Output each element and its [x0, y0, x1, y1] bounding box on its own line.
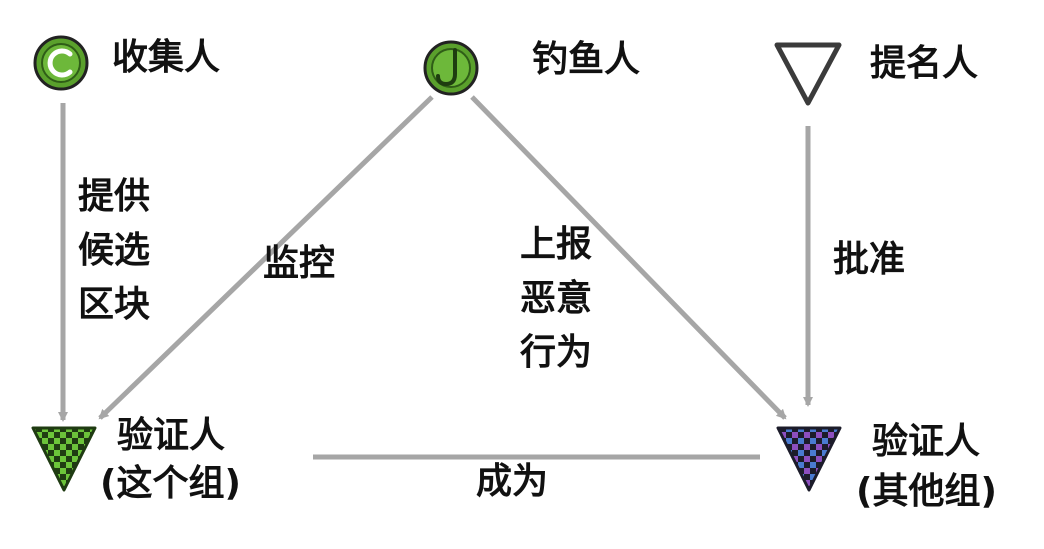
validator-other-group: (其他组)	[856, 471, 997, 512]
report-arrow	[470, 95, 787, 420]
report-line-2: 恶意	[520, 278, 593, 319]
monitor-arrow	[98, 95, 434, 420]
provide-line-2: 候选	[78, 230, 151, 271]
collector-label: 收集人	[112, 37, 221, 78]
validator-this-group-icon	[31, 426, 97, 492]
validator-this-label: 验证人	[117, 415, 226, 456]
fishhook-icon	[423, 40, 479, 96]
approve-label: 批准	[833, 239, 906, 280]
provide-line-3: 区块	[78, 284, 151, 325]
validator-this-group: (这个组)	[100, 463, 241, 504]
validator-other-label: 验证人	[872, 421, 981, 462]
fisherman-label: 钓鱼人	[532, 39, 641, 80]
report-malicious-label: 上报 恶意 行为	[520, 218, 592, 380]
report-line-3: 行为	[520, 332, 593, 373]
nominator-label: 提名人	[870, 43, 979, 84]
become-label: 成为	[476, 461, 549, 502]
report-line-1: 上报	[520, 224, 593, 265]
nominator-triangle-icon	[774, 42, 842, 106]
provide-candidate-block-label: 提供 候选 区块	[78, 170, 150, 332]
provide-line-1: 提供	[78, 176, 151, 217]
validator-other-group-icon	[776, 426, 842, 492]
collector-c-icon	[33, 35, 89, 91]
monitor-label: 监控	[263, 243, 336, 284]
